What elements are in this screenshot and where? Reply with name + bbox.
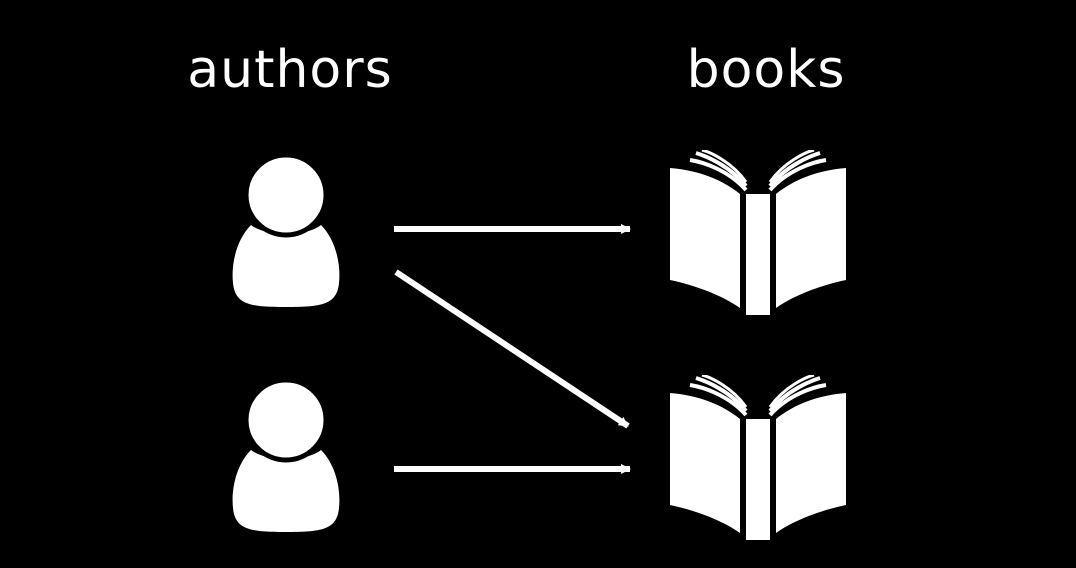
book-1-open-book-icon [668,150,848,315]
books-heading: books [686,40,846,100]
arrow-author-1-to-book-2 [394,269,630,429]
author-1-person-icon [233,155,340,307]
book-2-open-book-icon [668,375,848,540]
author-2-person-icon [233,380,340,532]
authors-heading: authors [187,40,393,100]
